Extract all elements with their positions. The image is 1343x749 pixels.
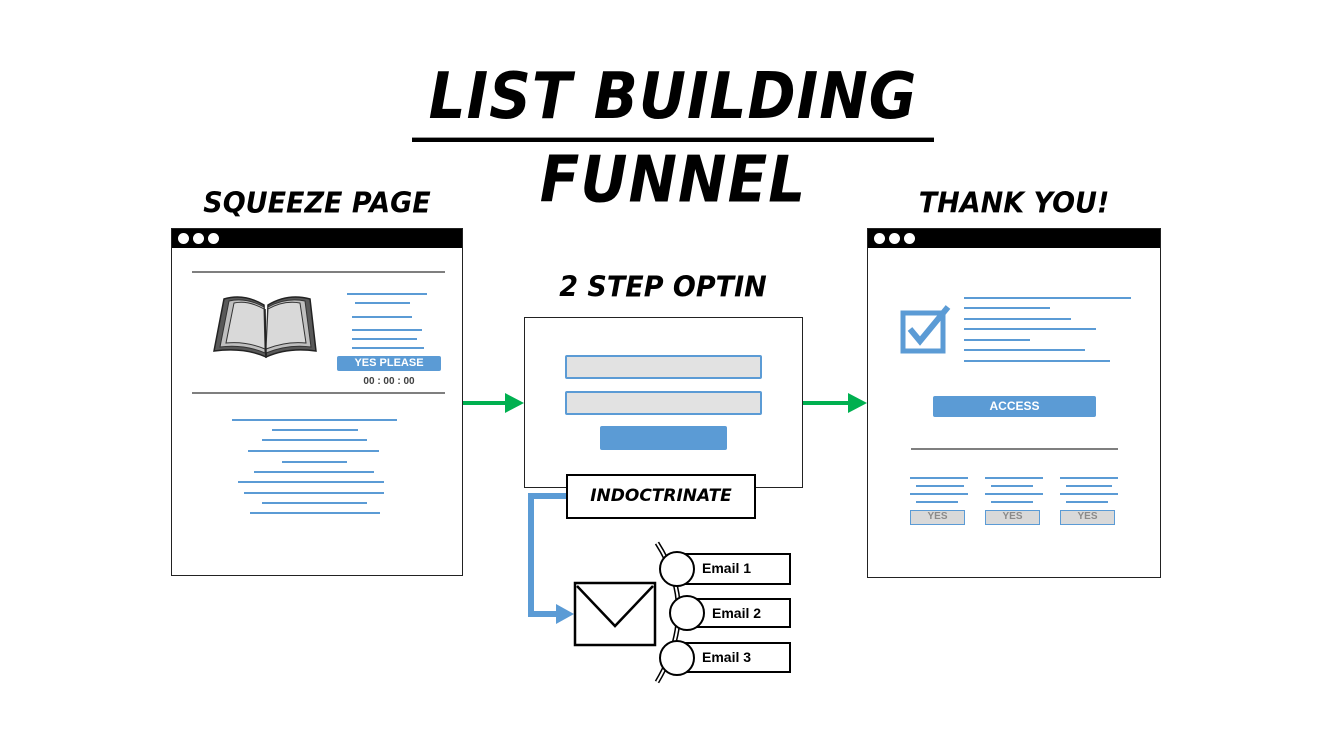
envelope-icon xyxy=(573,581,657,647)
window-dot-icon xyxy=(874,233,885,244)
window-dot-icon xyxy=(904,233,915,244)
indoctrinate-connector xyxy=(528,493,574,624)
text-line xyxy=(248,450,379,452)
text-line xyxy=(964,307,1050,309)
email-1-box: Email 1 xyxy=(680,553,791,585)
text-line xyxy=(282,461,347,463)
window-dot-icon xyxy=(208,233,219,244)
text-line xyxy=(964,297,1131,299)
text-line xyxy=(250,512,380,514)
text-line xyxy=(964,360,1110,362)
diagram-title: LIST BUILDING FUNNEL xyxy=(412,54,934,217)
text-line xyxy=(964,349,1085,351)
countdown-timer: 00 : 00 : 00 xyxy=(363,376,415,387)
text-line xyxy=(916,501,958,503)
yes-button-2[interactable]: YES xyxy=(985,510,1040,525)
indoctrinate-label: INDOCTRINATE xyxy=(566,474,756,519)
text-line xyxy=(352,347,424,349)
browser-title-bar xyxy=(172,229,462,248)
text-line xyxy=(964,328,1096,330)
thank-you-heading: THANK YOU! xyxy=(918,187,1110,220)
optin-form xyxy=(524,317,803,488)
squeeze-page-window: YES PLEASE 00 : 00 : 00 xyxy=(171,228,463,576)
text-line xyxy=(244,492,384,494)
arrowhead-icon xyxy=(848,393,867,413)
text-line xyxy=(262,502,367,504)
text-line xyxy=(991,501,1033,503)
text-line xyxy=(232,419,397,421)
text-line xyxy=(262,439,367,441)
email-3-circle xyxy=(659,640,695,676)
yes-button-3[interactable]: YES xyxy=(1060,510,1115,525)
email-2-box: Email 2 xyxy=(690,598,791,628)
window-dot-icon xyxy=(178,233,189,244)
yes-please-button[interactable]: YES PLEASE xyxy=(337,356,441,371)
arrowhead-icon xyxy=(556,604,574,624)
text-line xyxy=(238,481,384,483)
text-line xyxy=(910,477,968,479)
text-line xyxy=(964,339,1030,341)
text-line xyxy=(254,471,374,473)
yes-button-1[interactable]: YES xyxy=(910,510,965,525)
email-2-circle xyxy=(669,595,705,631)
text-line xyxy=(272,429,358,431)
email-3-box: Email 3 xyxy=(680,642,791,673)
arrowhead-icon xyxy=(505,393,524,413)
text-line xyxy=(985,493,1043,495)
text-line xyxy=(1060,493,1118,495)
text-line xyxy=(1066,485,1112,487)
text-line xyxy=(347,293,427,295)
text-line xyxy=(1066,501,1108,503)
text-line xyxy=(1060,477,1118,479)
text-line xyxy=(964,318,1071,320)
window-dot-icon xyxy=(193,233,204,244)
optin-input-2[interactable] xyxy=(565,391,762,415)
checkbox-check-icon xyxy=(900,305,951,354)
divider xyxy=(911,448,1118,450)
squeeze-page-heading: SQUEEZE PAGE xyxy=(203,187,431,220)
text-line xyxy=(910,493,968,495)
divider xyxy=(192,271,445,273)
optin-input-1[interactable] xyxy=(565,355,762,379)
access-button[interactable]: ACCESS xyxy=(933,396,1096,417)
text-line xyxy=(991,485,1033,487)
optin-heading: 2 STEP OPTIN xyxy=(559,271,767,304)
text-line xyxy=(352,338,417,340)
optin-submit-button[interactable] xyxy=(600,426,727,450)
arrow-squeeze-to-optin xyxy=(463,393,524,413)
text-line xyxy=(352,329,422,331)
open-book-icon xyxy=(213,296,317,359)
text-line xyxy=(355,302,410,304)
divider xyxy=(192,392,445,394)
text-line xyxy=(352,316,412,318)
browser-title-bar xyxy=(868,229,1160,248)
thank-you-window: ACCESS YES YES YES xyxy=(867,228,1161,578)
email-1-circle xyxy=(659,551,695,587)
text-line xyxy=(985,477,1043,479)
arrow-optin-to-thankyou xyxy=(803,393,867,413)
window-dot-icon xyxy=(889,233,900,244)
text-line xyxy=(916,485,964,487)
